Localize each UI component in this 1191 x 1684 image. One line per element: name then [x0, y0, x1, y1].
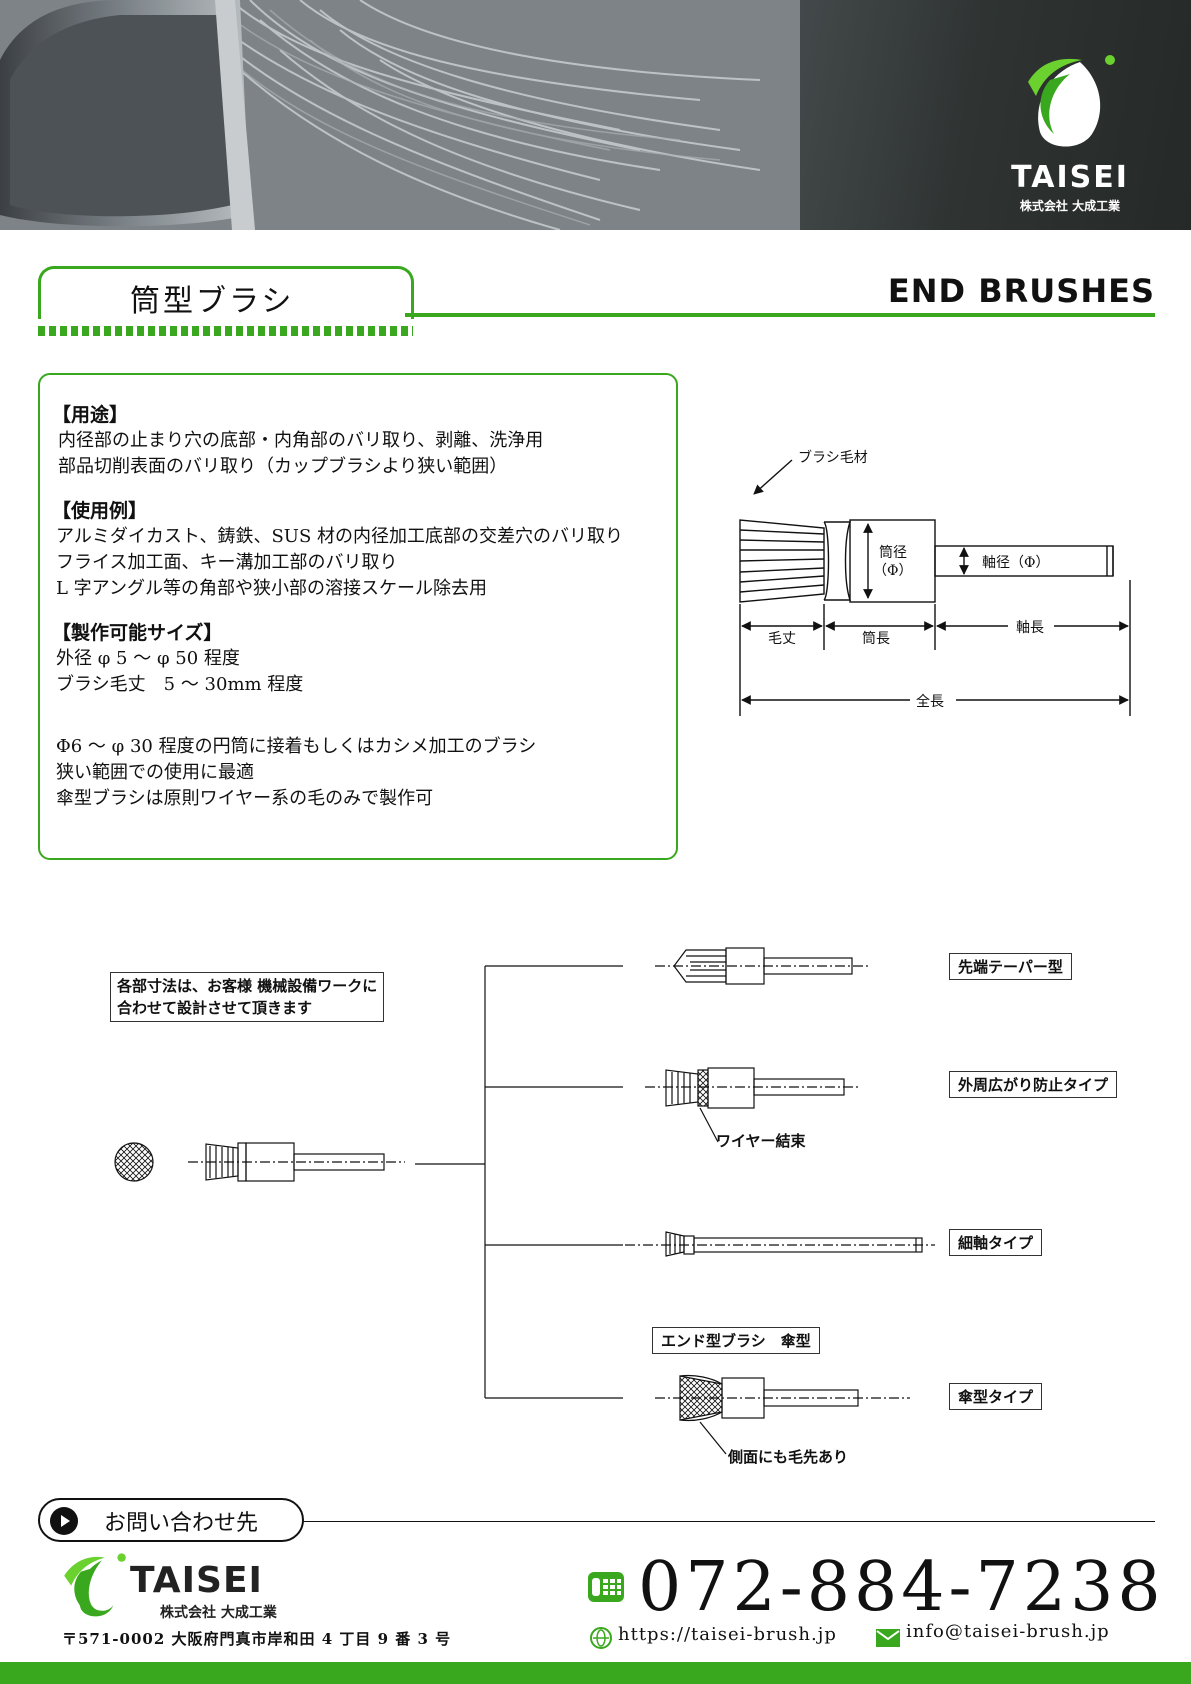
label-bristle-material: ブラシ毛材 — [798, 449, 868, 466]
example-line: フライス加工面、キー溝加工部のバリ取り — [56, 552, 398, 573]
footer-logo: TAISEI 株式会社 大成工業 — [60, 1552, 320, 1622]
label-tube-dia: 筒径 — [879, 544, 907, 561]
note-line: 狭い範囲での使用に最適 — [56, 762, 254, 783]
design-note-box: 各部寸法は、お客様 機械設備ワークに 合わせて設計させて頂きます — [110, 972, 385, 1022]
title-tab — [38, 266, 414, 319]
footer-bar — [0, 1662, 1191, 1684]
note-line: Φ6 〜 φ 30 程度の円筒に接着もしくはカシメ加工のブラシ — [56, 736, 537, 757]
label-total-length: 全長 — [916, 693, 944, 710]
header-logo: TAISEI 株式会社 大成工業 — [990, 52, 1150, 213]
taisei-logo-mark — [1028, 55, 1115, 147]
label-bristle-length: 毛丈 — [768, 631, 796, 647]
title-dashes — [38, 326, 413, 336]
email-link[interactable]: info@taisei-brush.jp — [906, 1621, 1110, 1642]
info-box — [38, 373, 678, 860]
taisei-logo-mark — [64, 1553, 126, 1617]
phone-number[interactable]: 072-884-7238 — [638, 1548, 1165, 1627]
size-line: 外径 φ 5 〜 φ 50 程度 — [56, 648, 240, 669]
info-content: 【用途】 内径部の止まり穴の底部・内角部のバリ取り、剥離、洗浄用 部品切削表面の… — [52, 402, 672, 812]
label-umbrella-group: エンド型ブラシ 傘型 — [652, 1327, 820, 1354]
label-umbrella-type: 傘型タイプ — [949, 1383, 1043, 1410]
header-banner: TAISEI 株式会社 大成工業 — [0, 0, 1191, 230]
title-underline — [405, 313, 1155, 317]
contact-heading: お問い合わせ先 — [104, 1511, 259, 1536]
label-anti-spread-type: 外周広がり防止タイプ — [949, 1071, 1118, 1098]
dimension-diagram: ブラシ毛材 筒径 （Φ） 軸径（Φ） 毛丈 筒長 軸長 全長 — [739, 444, 1131, 716]
footer-brand: TAISEI — [130, 1560, 263, 1601]
header-company: 株式会社 大成工業 — [1019, 199, 1121, 213]
variant-tree — [114, 947, 935, 1455]
page-title-jp: 筒型ブラシ — [130, 284, 295, 319]
usage-heading: 【用途】 — [52, 404, 129, 426]
label-tube-length: 筒長 — [862, 630, 890, 647]
design-note-line: 各部寸法は、お客様 機械設備ワークに — [117, 977, 378, 995]
phone-icon — [588, 1572, 624, 1602]
note-line: 傘型ブラシは原則ワイヤー系の毛のみで製作可 — [56, 788, 434, 809]
example-heading: 【使用例】 — [52, 500, 148, 522]
label-shaft-length: 軸長 — [1016, 620, 1044, 636]
website-link[interactable]: https://taisei-brush.jp — [618, 1624, 837, 1645]
label-shaft-dia: 軸径（Φ） — [982, 555, 1049, 571]
label-side-tips: 側面にも毛先あり — [728, 1448, 849, 1466]
page-title-en: END BRUSHES — [887, 272, 1155, 310]
design-note-line: 合わせて設計させて頂きます — [117, 999, 313, 1017]
label-taper-type: 先端テーパー型 — [949, 953, 1072, 980]
brush-photo — [0, 0, 800, 230]
label-wire-binding: ワイヤー結束 — [716, 1132, 806, 1150]
size-heading: 【製作可能サイズ】 — [52, 622, 223, 644]
example-line: アルミダイカスト、鋳鉄、SUS 材の内径加工底部の交差穴のバリ取り — [56, 526, 624, 547]
contact-rule — [304, 1521, 1155, 1522]
header-brand: TAISEI — [1011, 160, 1129, 195]
footer-company: 株式会社 大成工業 — [160, 1605, 277, 1621]
globe-icon — [590, 1627, 612, 1649]
size-line: ブラシ毛丈 5 〜 30mm 程度 — [56, 674, 304, 695]
play-icon — [50, 1507, 78, 1535]
example-line: L 字アングル等の角部や狭小部の溶接スケール除去用 — [56, 578, 487, 599]
contact-pill — [38, 1498, 304, 1542]
usage-line: 部品切削表面のバリ取り（カップブラシより狭い範囲） — [58, 456, 508, 477]
label-tube-dia-phi: （Φ） — [873, 563, 912, 579]
usage-line: 内径部の止まり穴の底部・内角部のバリ取り、剥離、洗浄用 — [58, 430, 544, 451]
company-address: 〒571-0002 大阪府門真市岸和田 4 丁目 9 番 3 号 — [62, 1630, 452, 1648]
mail-icon — [876, 1629, 900, 1647]
label-thin-shaft-type: 細軸タイプ — [949, 1229, 1043, 1256]
